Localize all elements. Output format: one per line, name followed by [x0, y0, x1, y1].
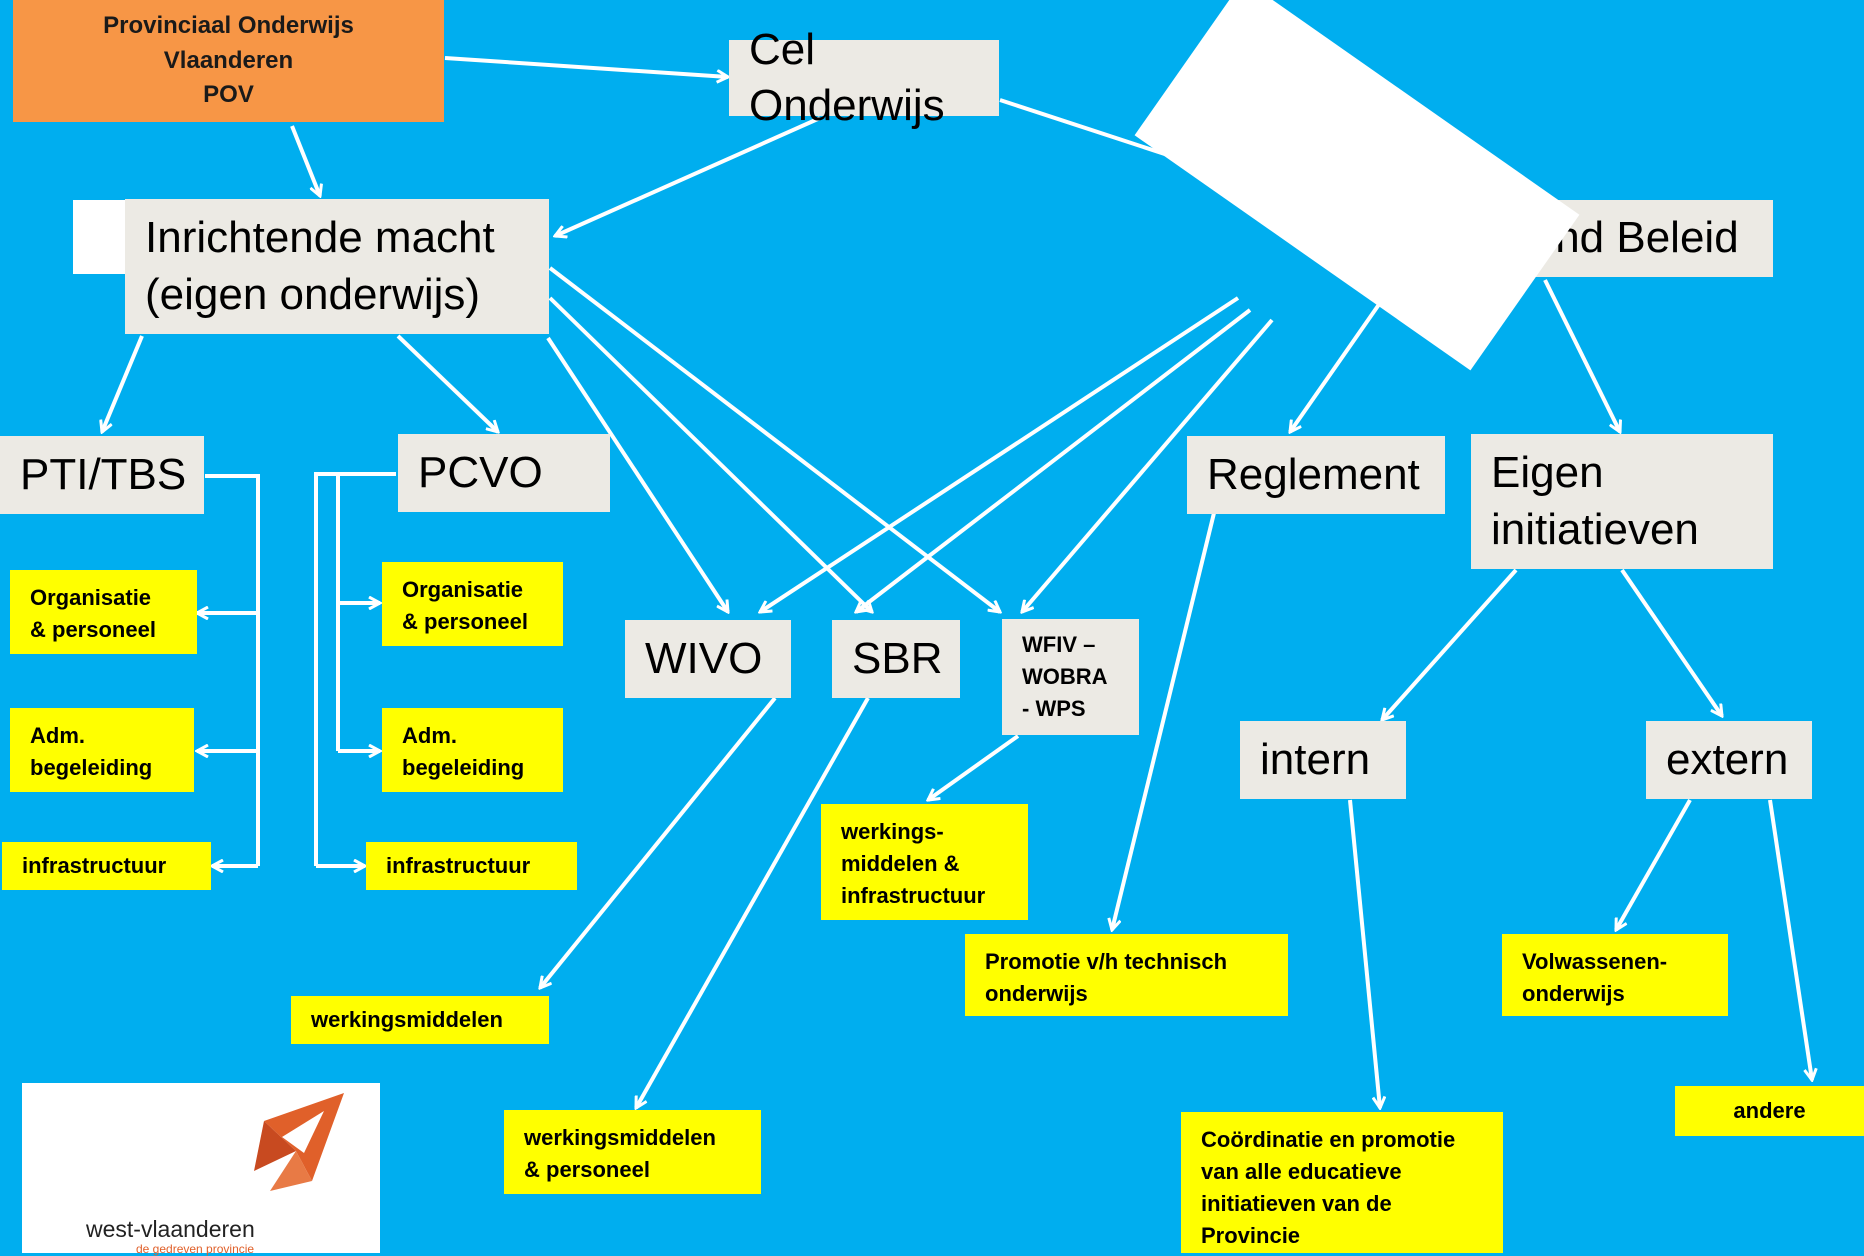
reglement-label: Reglement: [1207, 449, 1420, 499]
coordinatie-box: Coördinatie en promotie van alle educati…: [1181, 1112, 1503, 1253]
wfiv-line-3: - WPS: [1022, 695, 1086, 721]
wfiv-werk-line-1: werkings-: [841, 819, 944, 844]
edge-eigen-extern: [1620, 568, 1722, 716]
sbr-box: SBR: [832, 620, 960, 698]
pcvo-org-line-1: Organisatie: [402, 577, 524, 602]
pcvo-organisatie-box: Organisatie & personeel: [382, 562, 563, 646]
edge-inrichtende-pti: [102, 335, 144, 432]
wfiv-line-1: WFIV –: [1022, 632, 1096, 658]
edge-wfiv-werk: [928, 734, 1020, 800]
volwassenen-box: Volwassenen- onderwijs: [1502, 934, 1728, 1016]
volwassenen-line-1: Volwassenen-: [1522, 949, 1668, 974]
logo-tagline: de gedreven provincie: [136, 1242, 255, 1256]
edge-cel-inrichtende: [555, 116, 821, 236]
edge-eigen-intern: [1382, 568, 1518, 720]
eigen-initiatieven-box: Eigen initiatieven: [1471, 434, 1773, 569]
pti-tbs-box: PTI/TBS: [0, 436, 204, 514]
pti-adm-box: Adm. begeleiding: [10, 708, 194, 792]
logo-panel: [22, 1083, 380, 1253]
edge-intern-coordinatie: [1348, 799, 1380, 1108]
pti-adm-line-2: begeleiding: [30, 754, 153, 780]
promotie-line-2: onderwijs: [985, 980, 1088, 1006]
white-overlay: [1134, 0, 1580, 371]
edge-flankerend-eigen: [1543, 279, 1620, 432]
sbr-werkingsmiddelen-box: werkingsmiddelen & personeel: [504, 1110, 761, 1194]
inrichtende-macht-box: Inrichtende macht (eigen onderwijs): [125, 199, 549, 334]
intern-label: intern: [1260, 734, 1371, 784]
sbr-werk-line-1: werkingsmiddelen: [524, 1125, 716, 1150]
edge-inrichtende-wfiv: [548, 266, 1000, 612]
extern-box: extern: [1646, 721, 1812, 799]
pti-organisatie-box: Organisatie & personeel: [10, 570, 197, 654]
coordinatie-line-2: van alle educatieve: [1201, 1158, 1402, 1184]
coordinatie-line-4: Provincie: [1201, 1222, 1301, 1248]
eigen-line-2: initiatieven: [1491, 504, 1699, 554]
wfiv-werk-line-3: infrastructuur: [841, 882, 986, 908]
pti-adm-line-1: Adm.: [30, 723, 85, 748]
andere-label: andere: [1733, 1098, 1806, 1124]
edge-extern-volwassenen: [1614, 799, 1692, 930]
wivo-werkingsmiddelen-box: werkingsmiddelen: [291, 996, 549, 1044]
logo-name: west-vlaanderen: [86, 1216, 255, 1242]
pcvo-label: PCVO: [418, 447, 543, 497]
wfiv-line-2: WOBRA: [1022, 664, 1108, 690]
wfiv-box: WFIV – WOBRA - WPS: [1002, 619, 1139, 735]
pcvo-box: PCVO: [398, 434, 610, 512]
wfiv-werk-line-2: middelen &: [841, 850, 960, 876]
pcvo-adm-line-2: begeleiding: [402, 754, 525, 780]
coordinatie-line-3: initiatieven van de: [1201, 1190, 1392, 1216]
bracket-pti: [205, 474, 260, 866]
sbr-label: SBR: [852, 633, 943, 683]
edge-flankerend-wivo: [760, 296, 1240, 612]
pcvo-infrastructuur-box: infrastructuur: [366, 842, 577, 890]
wivo-werk-label: werkingsmiddelen: [311, 1007, 503, 1033]
promotie-line-1: Promotie v/h technisch: [985, 949, 1228, 974]
bracket-pcvo: [314, 472, 396, 866]
cel-onderwijs-box: Cel Onderwijs: [729, 25, 999, 130]
wivo-label: WIVO: [645, 633, 763, 683]
pcvo-org-line-2: & personeel: [402, 608, 528, 634]
andere-box: andere: [1675, 1086, 1864, 1136]
reglement-box: Reglement: [1187, 436, 1445, 514]
intern-box: intern: [1240, 721, 1406, 799]
coordinatie-line-1: Coördinatie en promotie: [1201, 1127, 1456, 1152]
promotie-box: Promotie v/h technisch onderwijs: [965, 934, 1288, 1016]
white-tab: [73, 200, 128, 274]
pti-org-line-1: Organisatie: [30, 585, 152, 610]
pti-infrastructuur-box: infrastructuur: [2, 842, 211, 890]
edge-pov-inrichtende: [290, 125, 320, 196]
edge-inrichtende-pcvo: [396, 334, 498, 432]
pcvo-infra-label: infrastructuur: [386, 853, 531, 879]
pti-infra-label: infrastructuur: [22, 853, 167, 879]
edge-extern-andere: [1768, 799, 1812, 1080]
wfiv-werkingsmiddelen-box: werkings- middelen & infrastructuur: [821, 804, 1028, 920]
extern-label: extern: [1666, 734, 1789, 784]
eigen-line-1: Eigen: [1491, 448, 1604, 498]
pti-org-line-2: & personeel: [30, 616, 156, 642]
pti-tbs-label: PTI/TBS: [20, 449, 187, 499]
wivo-box: WIVO: [625, 620, 791, 698]
inrichtende-line-2: (eigen onderwijs): [145, 269, 481, 319]
pcvo-adm-box: Adm. begeleiding: [382, 708, 563, 792]
volwassenen-line-2: onderwijs: [1522, 980, 1625, 1006]
inrichtende-line-1: Inrichtende macht: [145, 213, 495, 263]
edge-pov-cel: [444, 56, 728, 77]
cel-onderwijs-label: Cel Onderwijs: [749, 24, 945, 130]
west-vlaanderen-logo-icon: [254, 1093, 344, 1191]
pov-line-1: Provinciaal Onderwijs: [103, 11, 354, 39]
pov-box: Provinciaal Onderwijs Vlaanderen POV: [13, 0, 444, 122]
sbr-werk-line-2: & personeel: [524, 1156, 650, 1182]
pov-line-2: Vlaanderen: [163, 46, 294, 74]
pcvo-adm-line-1: Adm.: [402, 723, 457, 748]
pov-line-3: POV: [203, 81, 254, 109]
